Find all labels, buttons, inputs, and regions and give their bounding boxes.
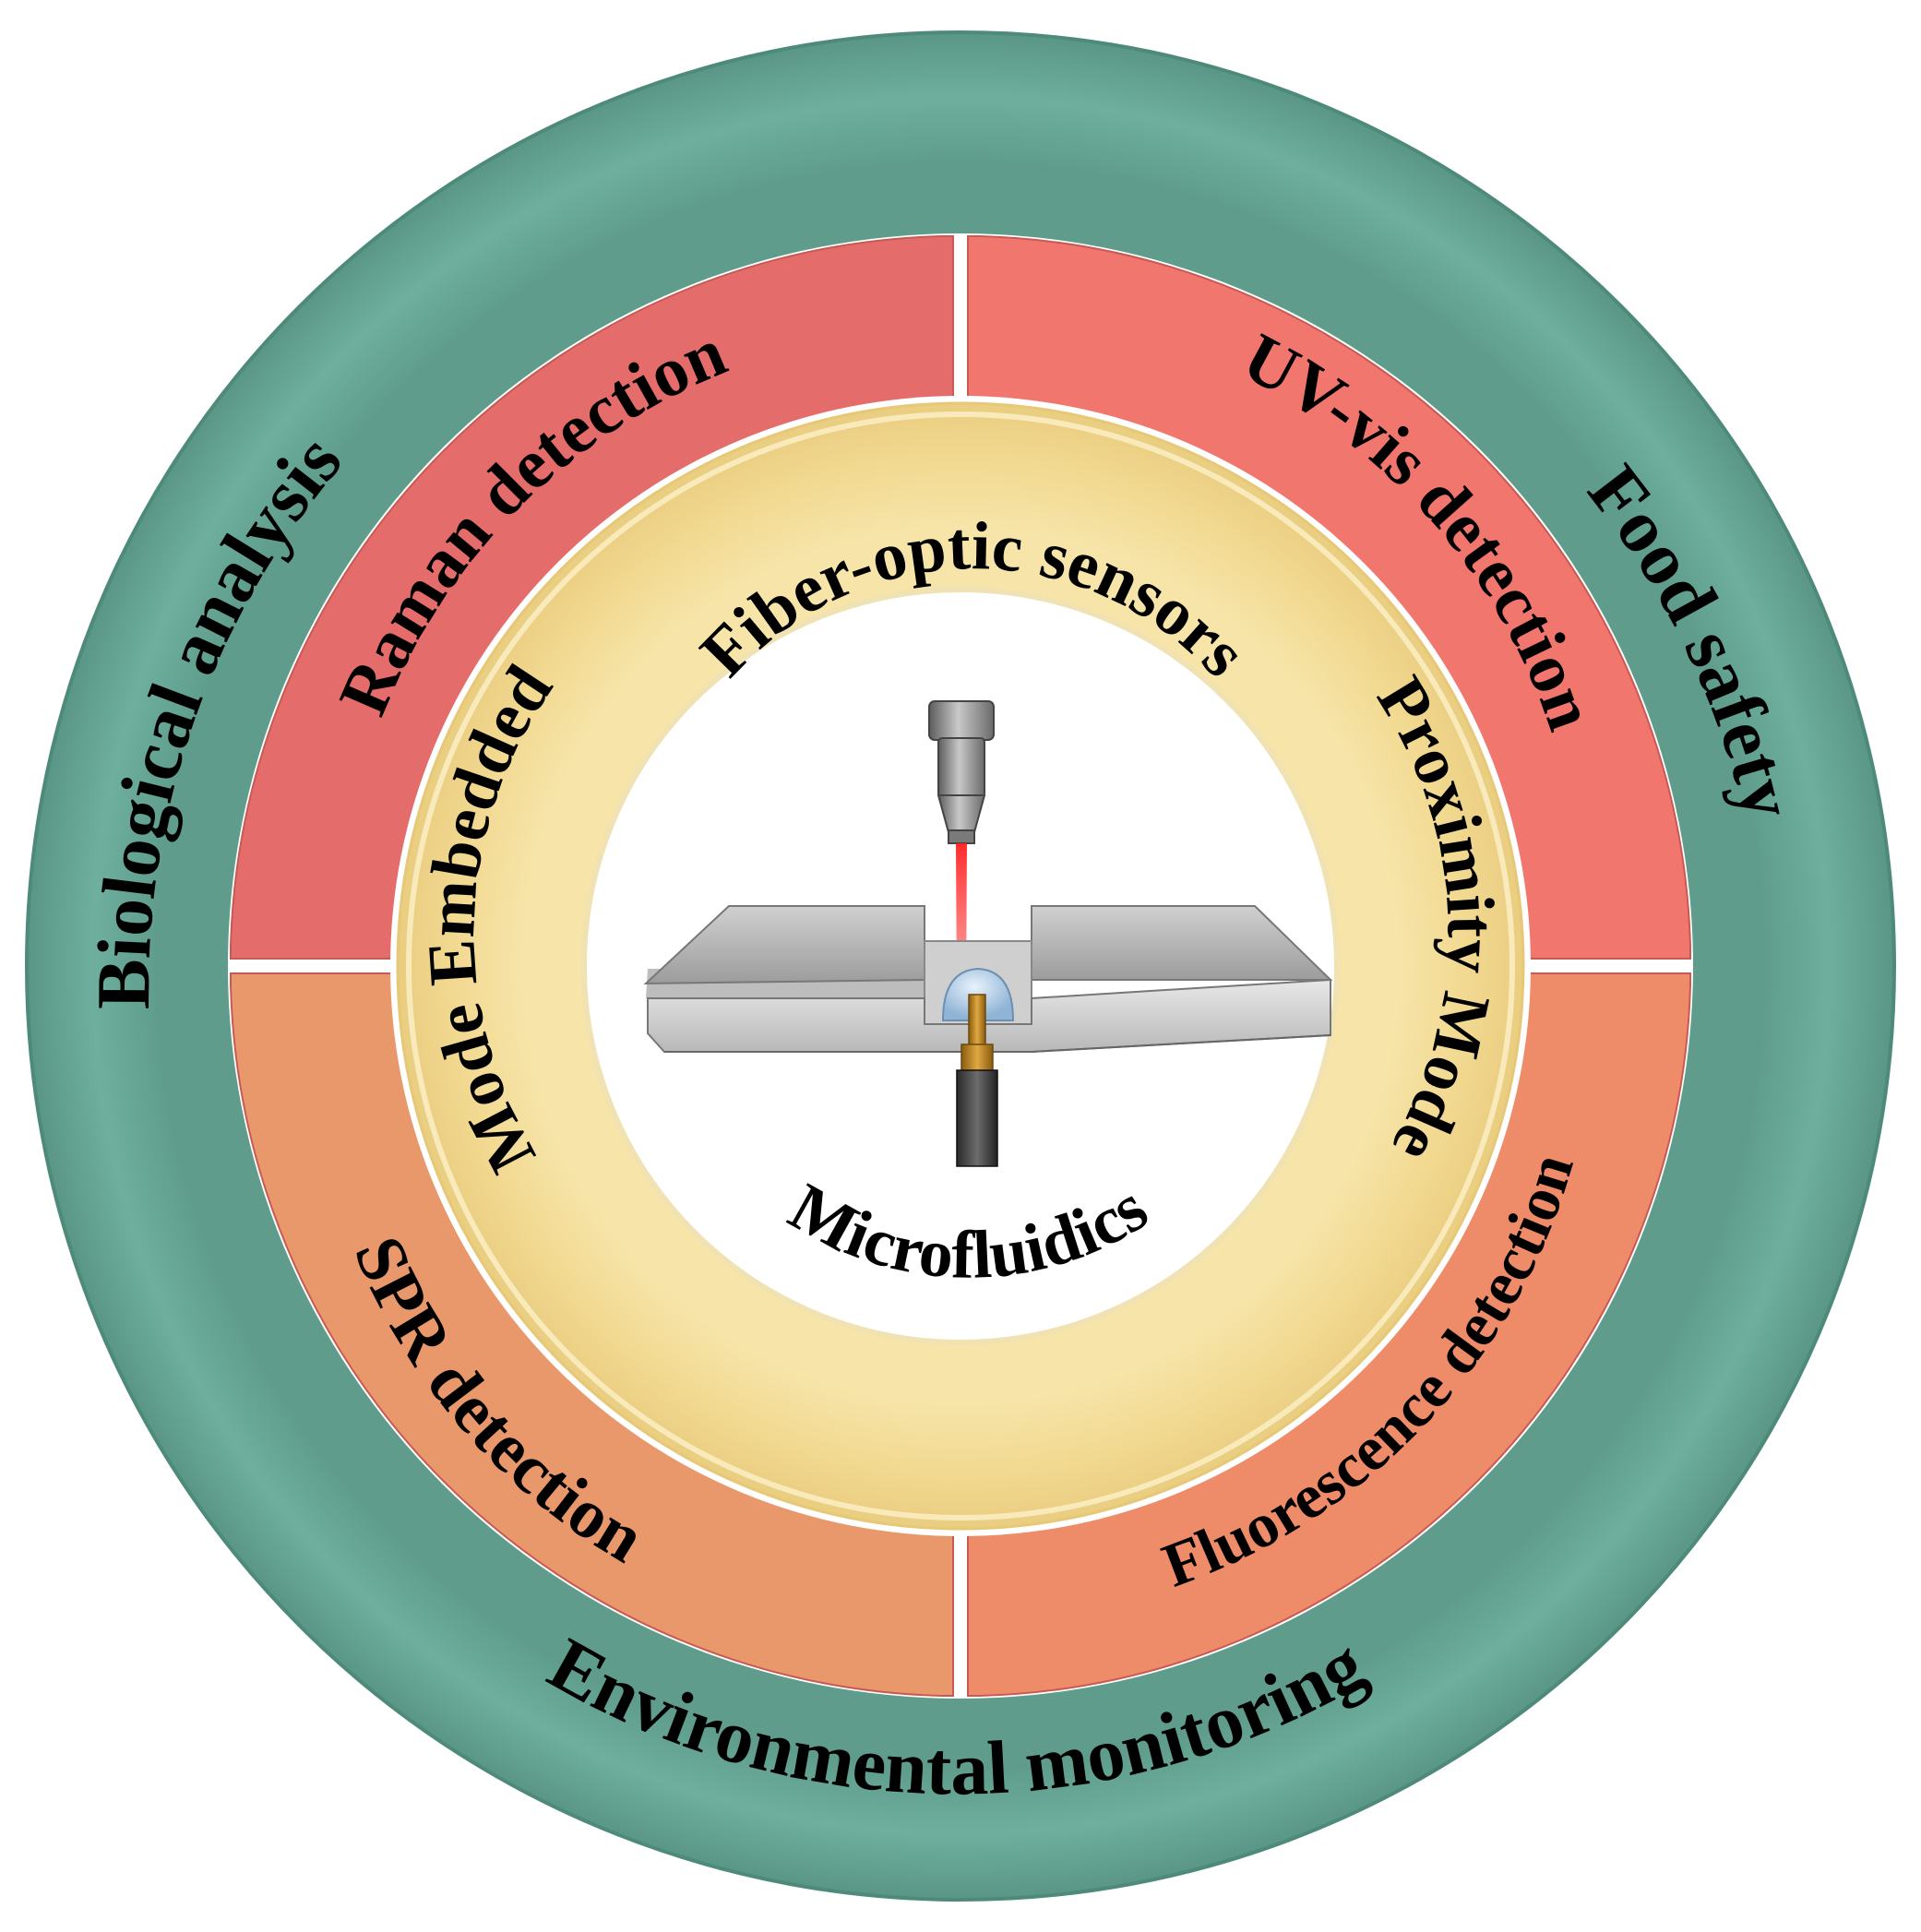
optical-fiber-icon [956, 994, 998, 1167]
microfluidic-chip-icon [643, 905, 1333, 1053]
mode-ring-highlight [406, 411, 1515, 1521]
objective-lens-icon [928, 700, 995, 844]
device-illustration [643, 700, 1333, 1167]
